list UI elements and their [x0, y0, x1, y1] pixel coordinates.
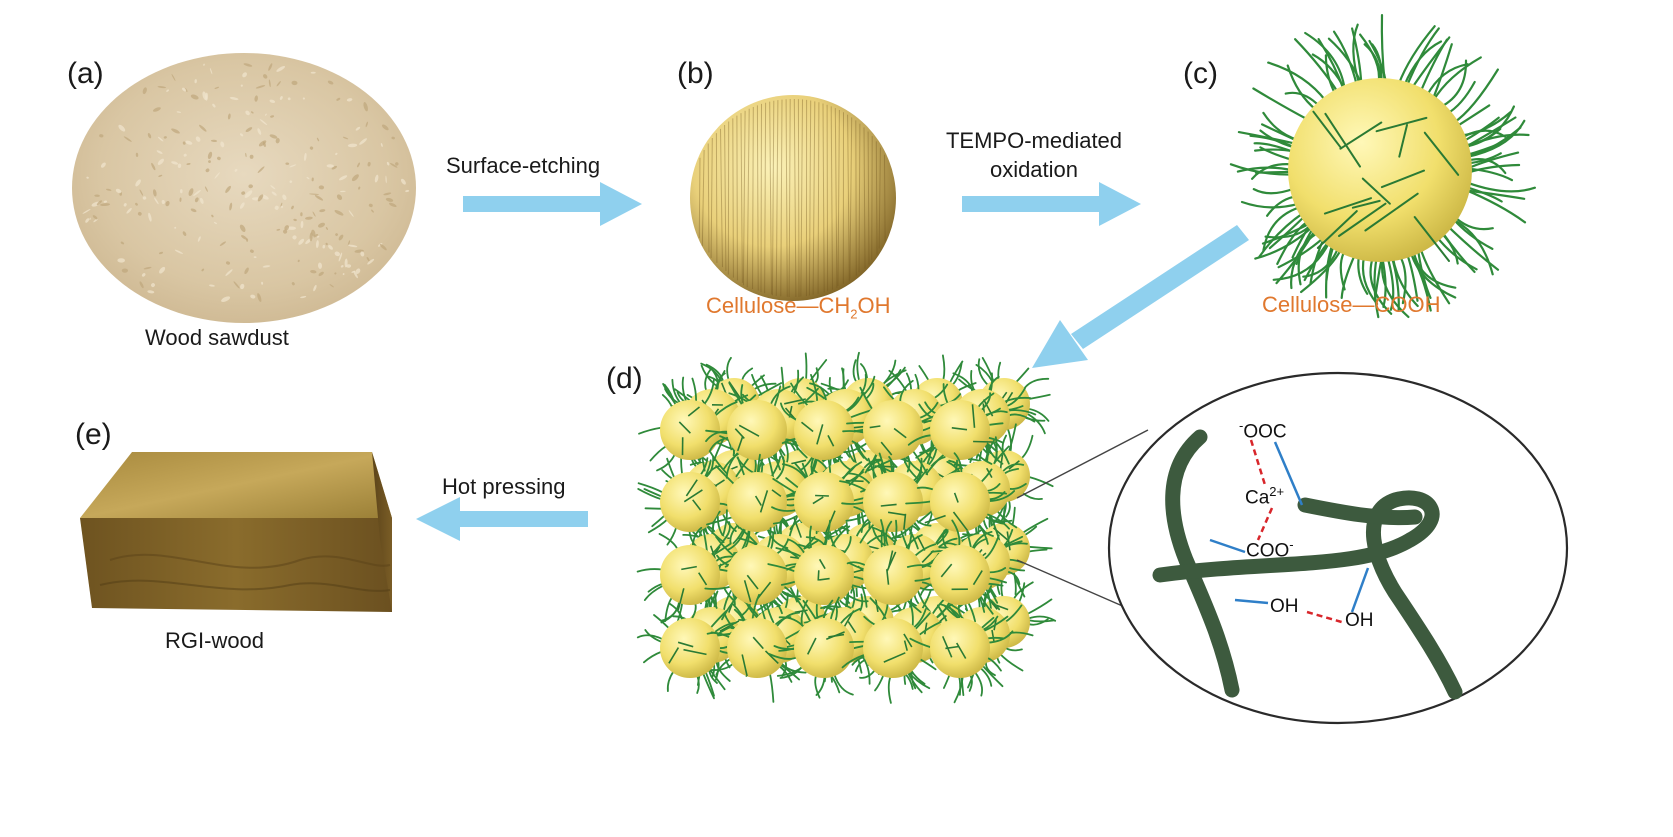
arrow-assembly [1032, 225, 1249, 368]
inset-ca-charge: 2+ [1269, 484, 1285, 499]
inset-ca-text: Ca [1245, 487, 1270, 509]
arrow-surface-etching [463, 182, 642, 226]
caption-cellulose-ch2oh: Cellulose—CH2OH [706, 293, 891, 321]
panel-label-b: (b) [677, 57, 714, 90]
cellulose-ch2oh-sphere [690, 95, 896, 301]
cellulose-network-cube [636, 351, 1057, 704]
panel-label-e: (e) [75, 418, 112, 451]
inset-ooc-sign: - [1239, 418, 1244, 433]
step-tempo-line1: TEMPO-mediated [945, 128, 1123, 153]
caption-cellulose-cooh: Cellulose—COOH [1262, 292, 1441, 317]
caption-wood-sawdust: Wood sawdust [145, 325, 289, 350]
cellulose-cooh-sphere [1229, 14, 1536, 319]
step-hot-pressing: Hot pressing [442, 474, 566, 499]
caption-ch2oh-subscript: 2 [850, 306, 858, 322]
panel-label-c: (c) [1183, 57, 1218, 90]
rgi-wood-block [80, 452, 392, 612]
inset-oh-right: OH [1345, 610, 1374, 631]
caption-ch2oh-prefix: Cellulose—CH [706, 293, 851, 318]
panel-label-d: (d) [606, 362, 643, 395]
inset-oh-left: OH [1270, 596, 1299, 617]
crosslink-inset [1107, 371, 1569, 725]
sawdust-image [72, 53, 416, 323]
arrow-tempo-oxidation [962, 182, 1141, 226]
inset-ooc-text: OOC [1243, 421, 1287, 443]
inset-coo-label: COO- [1246, 537, 1294, 562]
inset-ooc-label: -OOC [1239, 418, 1287, 443]
step-tempo-line2: oxidation [989, 157, 1079, 182]
inset-coo-text: COO [1246, 540, 1290, 562]
inset-ca-label: Ca2+ [1245, 484, 1284, 509]
panel-label-a: (a) [67, 57, 104, 90]
step-surface-etching: Surface-etching [446, 153, 601, 178]
inset-coo-sign: - [1289, 537, 1294, 552]
caption-rgi-wood: RGI-wood [165, 628, 265, 653]
arrow-hot-pressing [416, 497, 588, 541]
caption-ch2oh-suffix: OH [857, 293, 891, 318]
